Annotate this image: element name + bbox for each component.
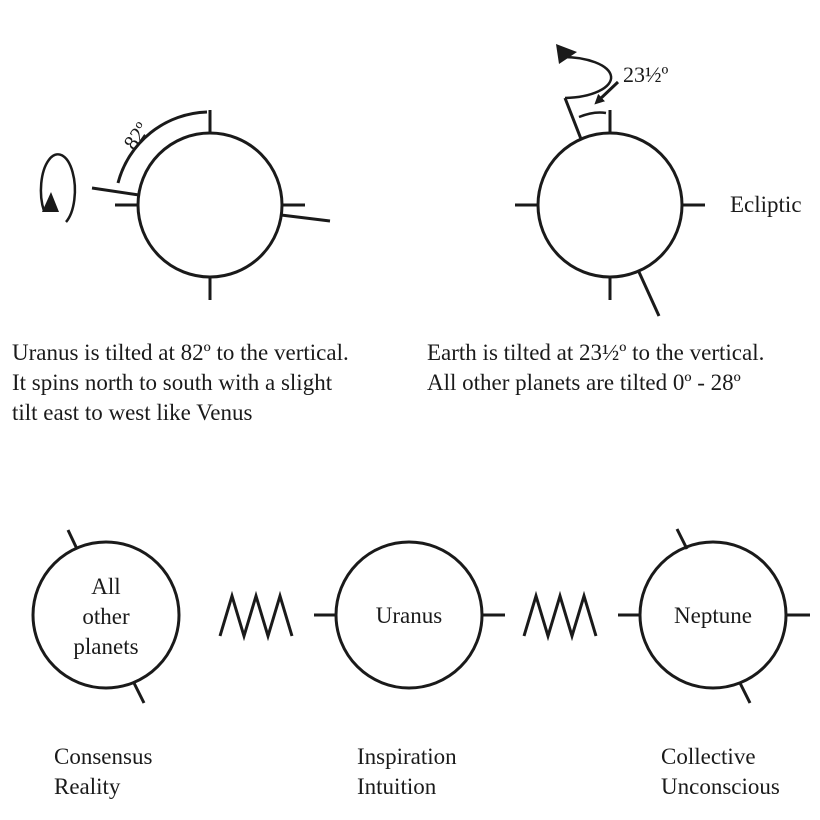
- neptune-node-axis-top: [675, 528, 689, 550]
- earth-spin-arrow-icon: [556, 44, 577, 64]
- earth-spin-loop: [559, 55, 613, 100]
- uranus-planet-circle: [136, 131, 284, 279]
- neptune-node-label: Neptune: [674, 603, 752, 628]
- earth-rotation-axis-top: [563, 97, 583, 140]
- uranus-caption: Uranus is tilted at 82º to the vertical.…: [12, 338, 349, 428]
- node-all-other-planets: [31, 529, 181, 704]
- node-uranus: [314, 540, 505, 690]
- uranus-caption-line-2: It spins north to south with a slight: [12, 370, 333, 395]
- earth-angle-arc: [578, 111, 607, 119]
- uranus-spin-arrow-icon: [42, 192, 59, 212]
- ecliptic-label: Ecliptic: [730, 192, 802, 217]
- node3-caption-line-1: Collective: [661, 744, 756, 769]
- uranus-tilt-figure: [39, 110, 331, 300]
- earth-angle-label: 23½º: [623, 62, 669, 87]
- bottom-row-figures: [31, 528, 810, 704]
- uranus-angle-arc: [116, 110, 208, 184]
- zigzag-connector-2: [522, 590, 598, 642]
- all-planets-axis-bottom: [132, 682, 146, 704]
- consensus-reality-caption: Consensus Reality: [54, 742, 152, 802]
- node-neptune: [618, 528, 810, 704]
- uranus-angle-label: 82º: [119, 117, 155, 154]
- node1-caption-line-2: Reality: [54, 774, 121, 799]
- node1-caption-line-1: Consensus: [54, 744, 153, 769]
- uranus-caption-line-3: tilt east to west like Venus: [12, 400, 253, 425]
- node2-caption-line-2: Intuition: [357, 774, 437, 799]
- uranus-caption-line-1: Uranus is tilted at 82º to the vertical.: [12, 340, 349, 365]
- earth-caption: Earth is tilted at 23½º to the vertical.…: [427, 338, 764, 398]
- neptune-node-axis-bottom: [738, 682, 752, 704]
- uranus-node-label: Uranus: [376, 603, 442, 628]
- all-planets-circle: [31, 540, 181, 690]
- all-planets-label-line-1: All: [91, 574, 120, 599]
- collective-unconscious-caption: Collective Unconscious: [661, 742, 780, 802]
- earth-planet-circle: [536, 131, 684, 279]
- zigzag-connector-1: [218, 590, 294, 642]
- earth-caption-line-1: Earth is tilted at 23½º to the vertical.: [427, 340, 765, 365]
- all-planets-label-line-2: other: [82, 604, 130, 629]
- inspiration-intuition-caption: Inspiration Intuition: [357, 742, 457, 802]
- uranus-rotation-axis-right: [280, 213, 331, 223]
- all-planets-axis-top: [66, 529, 79, 550]
- all-planets-label-line-3: planets: [73, 634, 138, 659]
- earth-caption-line-2: All other planets are tilted 0º - 28º: [427, 370, 741, 395]
- uranus-rotation-axis-left: [91, 186, 140, 197]
- earth-tilt-figure: [515, 44, 705, 317]
- earth-angle-pointer-arrow: [594, 80, 620, 105]
- node2-caption-line-1: Inspiration: [357, 744, 457, 769]
- uranus-spin-loop: [39, 153, 77, 223]
- earth-rotation-axis-bottom: [637, 271, 661, 317]
- node3-caption-line-2: Unconscious: [661, 774, 780, 799]
